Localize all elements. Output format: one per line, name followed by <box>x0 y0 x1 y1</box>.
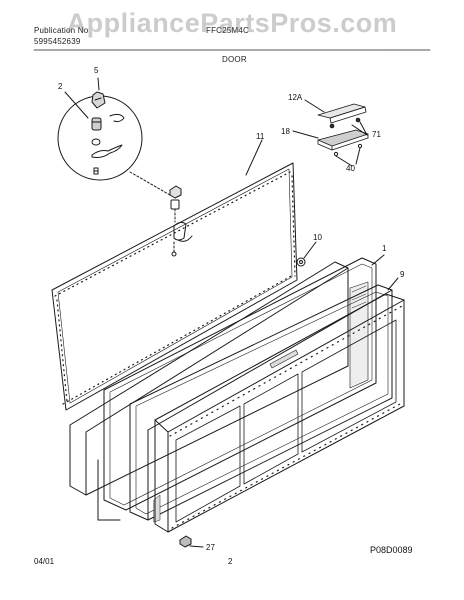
leader-9 <box>387 277 399 291</box>
publication-label: Publication No <box>34 26 89 35</box>
callout-27: 27 <box>206 543 215 552</box>
callout-10: 10 <box>313 233 322 242</box>
inset-detail <box>317 103 369 167</box>
callout-2: 2 <box>58 82 63 91</box>
callout-40: 40 <box>346 164 355 173</box>
callout-71: 71 <box>372 130 381 139</box>
callout-12a: 12A <box>288 93 303 102</box>
callout-5: 5 <box>94 66 99 75</box>
leader-27 <box>189 545 204 548</box>
door-front-panel <box>154 293 405 533</box>
leader-10 <box>303 241 317 259</box>
part-27 <box>179 535 192 548</box>
hinge-assembly <box>169 185 193 257</box>
leader-5 <box>97 77 100 91</box>
leader-11 <box>245 139 263 176</box>
watermark: AppliancePartsPros.com <box>66 8 398 38</box>
callout-11: 11 <box>256 132 265 141</box>
publication-number: 5995452639 <box>34 37 81 46</box>
section-title: DOOR <box>222 55 247 64</box>
hinge-detail-callout <box>57 91 171 196</box>
leader-12a <box>304 99 325 113</box>
model-number: FFC25M4C <box>206 26 249 35</box>
callout-1: 1 <box>382 244 387 253</box>
footer-page-number: 2 <box>228 557 233 566</box>
callout-9: 9 <box>400 270 405 279</box>
drawing-id: P08D0089 <box>370 545 413 555</box>
door-outer-panel <box>103 257 377 511</box>
door-liner <box>69 261 349 521</box>
callout-18: 18 <box>281 127 290 136</box>
door-gasket <box>51 162 298 411</box>
part-10 <box>296 257 306 267</box>
leader-1 <box>371 254 385 266</box>
leader-2 <box>64 91 89 119</box>
footer-date: 04/01 <box>34 557 55 566</box>
leader-18 <box>292 130 319 139</box>
